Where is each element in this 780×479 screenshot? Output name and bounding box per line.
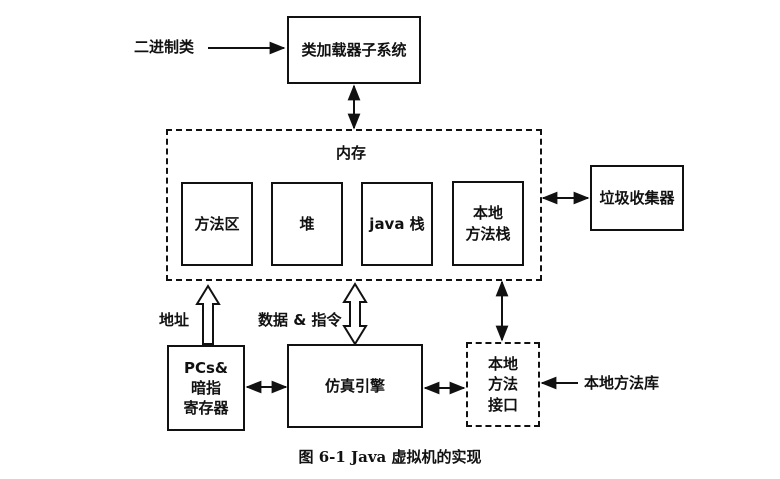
data-instructions-label: 数据 & 指令: [258, 311, 342, 329]
native-method-stack-box: 本地 方法栈: [452, 181, 524, 266]
memory-region: [166, 129, 542, 281]
garbage-collector-box: 垃圾收集器: [590, 165, 684, 231]
memory-title: 内存: [336, 144, 367, 162]
method-area-box: 方法区: [181, 182, 253, 266]
pc-registers-box: PCs& 暗指 寄存器: [167, 345, 245, 431]
address-label: 地址: [159, 311, 190, 329]
class-loader-subsystem: 类加载器子系统: [287, 16, 421, 84]
native-method-stack-label: 本地 方法栈: [465, 204, 511, 243]
java-stack-label: java 栈: [369, 214, 425, 233]
class-loader-label: 类加载器子系统: [301, 40, 407, 59]
execution-engine-box: 仿真引擎: [287, 344, 423, 428]
garbage-collector-label: 垃圾收集器: [599, 188, 675, 207]
execution-engine-label: 仿真引擎: [324, 376, 385, 395]
method-area-label: 方法区: [194, 214, 240, 233]
heap-box: 堆: [271, 182, 343, 266]
pc-registers-label: PCs& 暗指 寄存器: [183, 358, 229, 418]
java-stack-box: java 栈: [361, 182, 433, 266]
native-method-library-label: 本地方法库: [584, 374, 660, 392]
figure-caption: 图 6-1 Java 虚拟机的实现: [298, 448, 482, 466]
heap-label: 堆: [299, 214, 315, 233]
hollow-arrow-address: [195, 284, 221, 345]
native-method-interface-box: 本地 方法 接口: [466, 342, 540, 427]
native-method-interface-label: 本地 方法 接口: [487, 355, 518, 414]
hollow-arrow-data-instructions: [342, 282, 368, 346]
binary-class-label: 二进制类: [134, 38, 195, 56]
